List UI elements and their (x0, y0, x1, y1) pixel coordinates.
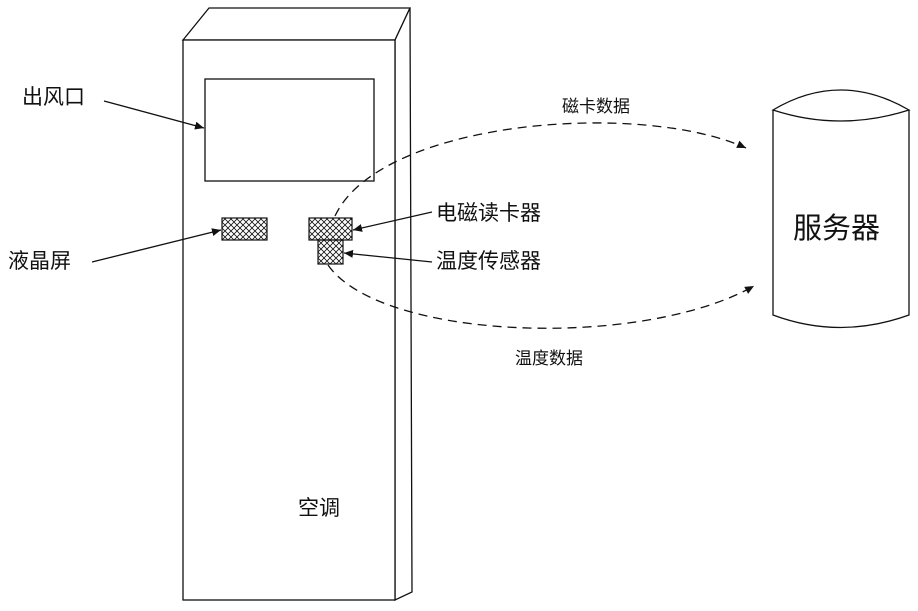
temp-sensor-label: 温度传感器 (436, 249, 541, 273)
cabinet-side-face (395, 8, 412, 600)
card-reader-component (309, 218, 352, 240)
cabinet-top-face (183, 8, 410, 40)
temp-data-label: 温度数据 (515, 349, 583, 369)
card-data-label: 磁卡数据 (562, 97, 630, 117)
air-outlet-label: 出风口 (22, 85, 85, 109)
server-label: 服务器 (793, 211, 880, 245)
air-outlet-vent (205, 79, 374, 181)
lcd-screen-label: 液晶屏 (8, 249, 71, 273)
temp-sensor-component (318, 240, 343, 264)
lcd-screen-component (222, 218, 267, 240)
air-conditioner-label: 空调 (298, 496, 340, 520)
server-cylinder (773, 90, 909, 328)
card-reader-label: 电磁读卡器 (436, 201, 541, 225)
